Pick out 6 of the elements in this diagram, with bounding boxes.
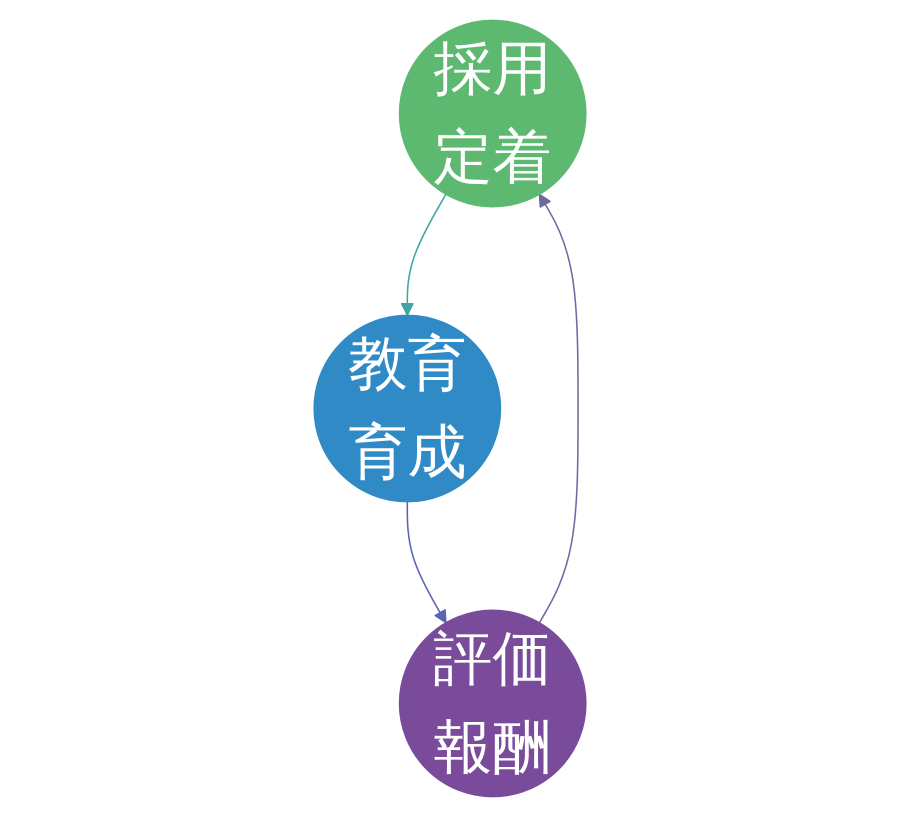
arrow: [400, 194, 447, 316]
node-circle: 採用定着: [398, 20, 587, 208]
node-circle: 教育育成: [313, 314, 502, 502]
node-circle: 評価報酬: [398, 610, 587, 798]
arrow: [538, 194, 579, 624]
arrow: [406, 502, 447, 624]
